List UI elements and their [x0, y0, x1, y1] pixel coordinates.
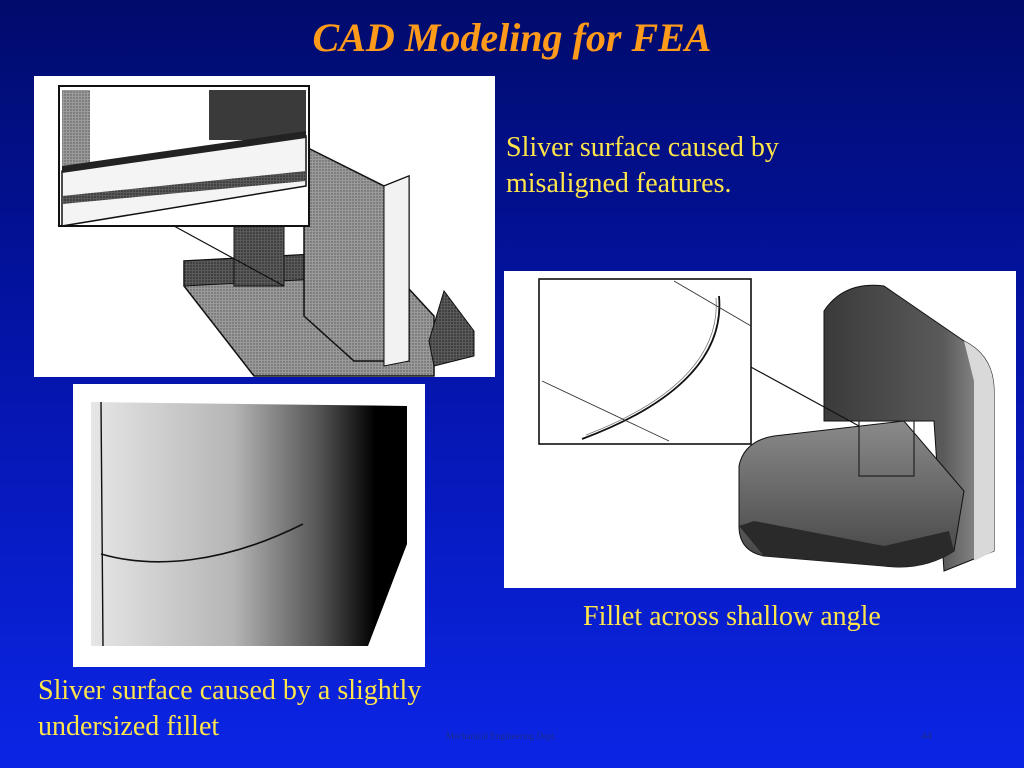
fillet-shallow-angle-figure: [504, 271, 1016, 588]
undersized-fillet-drawing: [91, 401, 407, 647]
misaligned-features-figure: [34, 76, 495, 377]
page-number: 44: [921, 730, 932, 742]
caption-fillet-shallow-angle: Fillet across shallow angle: [583, 601, 881, 632]
misaligned-features-drawing: [58, 85, 475, 377]
fillet-shallow-angle-drawing: [538, 278, 995, 572]
caption-misaligned-features: Sliver surface caused by misaligned feat…: [506, 132, 779, 199]
slide-title: CAD Modeling for FEA: [312, 15, 712, 60]
caption-undersized-fillet: Sliver surface caused by a slightly unde…: [38, 675, 422, 742]
undersized-fillet-figure: [73, 384, 425, 667]
slide-footer: Mechanical Engineering Dept.: [446, 731, 557, 741]
